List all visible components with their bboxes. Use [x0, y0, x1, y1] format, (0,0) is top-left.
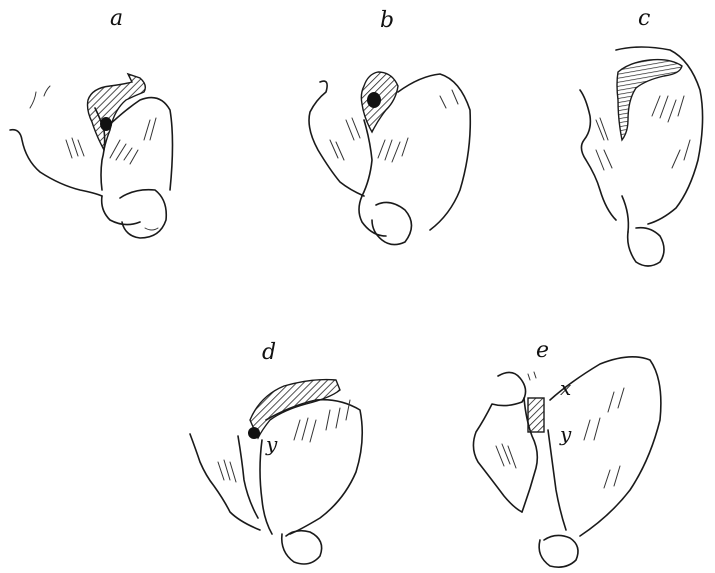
- panel-b-drawing: [309, 72, 470, 245]
- panel-a-label: a: [110, 8, 123, 30]
- panel-d-label: d: [262, 342, 276, 364]
- panel-e-label: e: [536, 340, 549, 362]
- panel-a-drawing: [10, 74, 173, 238]
- panel-c-label: c: [638, 8, 650, 30]
- panel-e-marker-x: x: [560, 378, 571, 398]
- panel-d-drawing: [190, 380, 362, 564]
- panel-c-drawing: [580, 47, 703, 266]
- panel-b-label: b: [380, 10, 394, 32]
- panel-d-marker-y: y: [266, 434, 277, 454]
- panel-e-marker-y: y: [560, 424, 571, 444]
